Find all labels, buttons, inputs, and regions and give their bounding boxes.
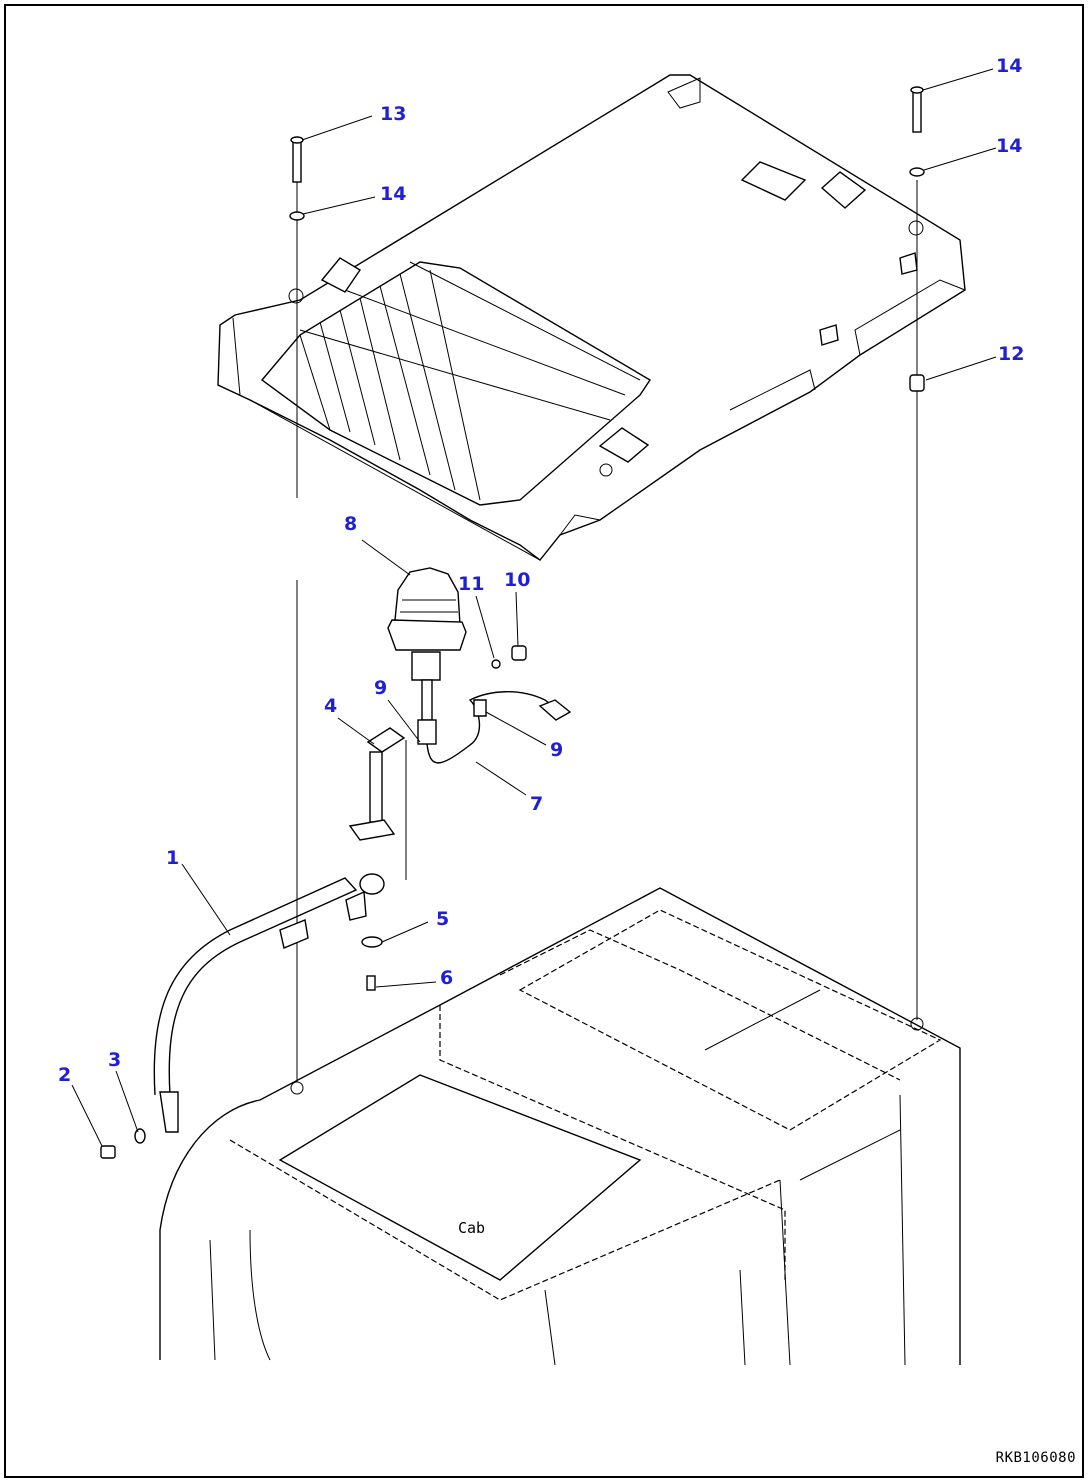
leader-lines xyxy=(71,68,997,1147)
cab-frame xyxy=(159,887,961,1366)
callouts: 13 14 14 14 12 8 11 10 9 4 9 7 1 5 6 3 2 xyxy=(58,55,1024,1086)
callout-10: 10 xyxy=(504,569,530,591)
handrail xyxy=(100,877,367,1159)
callout-13-left: 13 xyxy=(380,103,406,125)
callout-8: 8 xyxy=(344,513,357,535)
callout-14-right: 14 xyxy=(996,135,1022,157)
callout-4: 4 xyxy=(324,695,337,717)
fasteners-top xyxy=(289,86,925,392)
cab-label: Cab xyxy=(458,1219,485,1237)
alignment-lines xyxy=(296,180,918,1082)
callout-13-right: 14 xyxy=(996,55,1022,77)
callout-3: 3 xyxy=(108,1049,121,1071)
roof-cover xyxy=(217,74,966,561)
callout-5: 5 xyxy=(436,908,449,930)
callout-11: 11 xyxy=(458,573,484,595)
drawing-frame xyxy=(4,4,1084,1478)
callout-12: 12 xyxy=(998,343,1024,365)
beacon-bracket xyxy=(348,727,406,991)
callout-2: 2 xyxy=(58,1064,71,1086)
callout-9-upper: 9 xyxy=(374,677,387,699)
callout-1: 1 xyxy=(166,847,179,869)
rotating-beacon xyxy=(387,567,572,764)
callout-7: 7 xyxy=(530,793,543,815)
callout-6: 6 xyxy=(440,967,453,989)
callout-14-left: 14 xyxy=(380,183,406,205)
document-id: RKB106080 xyxy=(995,1450,1076,1466)
callout-9-lower: 9 xyxy=(550,739,563,761)
